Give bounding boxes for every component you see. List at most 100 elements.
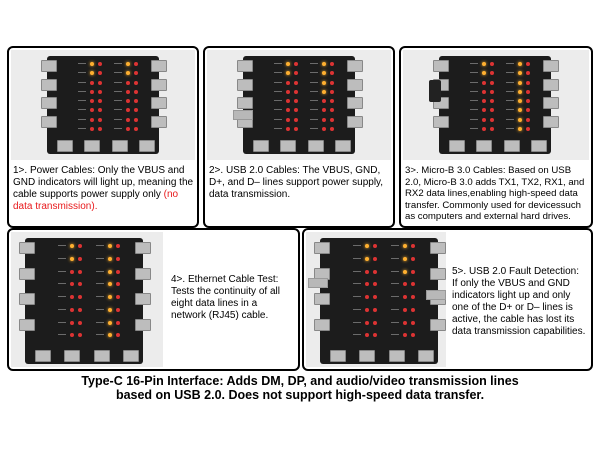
indicator-led	[134, 80, 139, 85]
indicator-led	[78, 295, 83, 299]
indicator-led	[286, 71, 291, 76]
indicator-led	[115, 256, 120, 261]
usb-port	[430, 267, 446, 280]
indicator-led	[134, 89, 139, 94]
indicator-led	[373, 269, 378, 274]
bottom-connector	[307, 140, 324, 152]
pin-label	[506, 81, 515, 83]
indicator-led	[286, 89, 291, 94]
pin-label	[506, 90, 515, 92]
indicator-led	[126, 71, 131, 76]
pin-label	[95, 308, 104, 310]
bottom-connector	[111, 140, 128, 152]
pin-label	[390, 321, 399, 323]
indicator-led	[365, 244, 370, 248]
usb-port	[433, 115, 449, 128]
indicator-led	[134, 71, 139, 76]
pin-label	[390, 334, 399, 336]
pin-label	[310, 100, 319, 101]
plugged-cable	[426, 290, 446, 300]
indicator-led	[365, 295, 370, 299]
indicator-led	[107, 244, 112, 248]
indicator-led	[294, 80, 299, 85]
pin-label	[353, 245, 362, 246]
pin-label	[470, 118, 479, 120]
bottom-connector	[253, 140, 269, 152]
indicator-led	[78, 282, 83, 287]
panel-power-cables: 1>. Power Cables: Only the VBUS and GND …	[7, 46, 199, 228]
indicator-led	[134, 108, 139, 113]
indicator-led	[90, 62, 95, 66]
caption-text: 1>. Power Cables: Only the VBUS and GND …	[13, 165, 194, 200]
indicator-led	[330, 80, 335, 85]
usb-port	[543, 60, 559, 72]
bottom-connector	[335, 140, 351, 152]
pin-label	[390, 283, 399, 285]
indicator-led	[518, 117, 523, 122]
pin-label	[274, 100, 283, 101]
bottom-connector	[449, 140, 465, 152]
indicator-led	[322, 80, 327, 85]
pin-label	[310, 63, 319, 64]
indicator-led	[126, 80, 131, 85]
indicator-led	[410, 244, 415, 248]
tester-board	[19, 238, 151, 364]
usb-port	[41, 60, 57, 72]
usb-port	[19, 293, 35, 305]
pin-label	[114, 100, 123, 101]
tester-board-photo	[306, 232, 446, 367]
pin-label	[470, 109, 479, 111]
indicator-led	[526, 62, 531, 66]
plugged-cable	[308, 278, 328, 288]
pin-label	[78, 109, 87, 111]
indicator-led	[518, 99, 523, 103]
pin-label	[310, 109, 319, 111]
pin-label	[114, 118, 123, 120]
bottom-connector	[476, 140, 493, 152]
indicator-led	[482, 71, 487, 76]
indicator-led	[322, 71, 327, 76]
pin-label	[274, 127, 283, 129]
indicator-led	[286, 62, 291, 66]
usb-port	[237, 78, 253, 91]
usb-port	[347, 97, 363, 109]
indicator-led	[330, 126, 335, 131]
indicator-led	[373, 282, 378, 287]
indicator-led	[90, 126, 95, 131]
indicator-led	[78, 320, 83, 325]
pin-label	[506, 63, 515, 64]
indicator-led	[107, 295, 112, 299]
caption-text: 3>. Micro-B 3.0 Cables: Based on USB 2.0…	[405, 165, 585, 222]
indicator-led	[126, 62, 131, 66]
indicator-led	[107, 282, 112, 287]
indicator-led	[482, 126, 487, 131]
bottom-connector	[388, 350, 405, 362]
indicator-led	[322, 117, 327, 122]
caption-note: (no data transmission).	[13, 189, 179, 212]
indicator-led	[410, 307, 415, 312]
indicator-led	[70, 269, 75, 274]
indicator-led	[526, 80, 531, 85]
indicator-led	[126, 99, 131, 103]
panel-usb2-fault-detection: 5>. USB 2.0 Fault Detection: If only the…	[302, 228, 593, 371]
indicator-led	[490, 62, 495, 66]
indicator-led	[518, 126, 523, 131]
pin-label	[95, 245, 104, 246]
bottom-connector	[503, 140, 520, 152]
pin-label	[506, 109, 515, 111]
indicator-led	[410, 333, 415, 338]
indicator-led	[294, 108, 299, 113]
pin-label	[274, 118, 283, 120]
indicator-led	[115, 244, 120, 248]
indicator-led	[330, 62, 335, 66]
pin-label	[506, 72, 515, 74]
usb-port	[151, 115, 167, 128]
pin-label	[390, 245, 399, 246]
indicator-led	[98, 117, 103, 122]
indicator-led	[482, 62, 487, 66]
indicator-led	[330, 71, 335, 76]
indicator-led	[365, 333, 370, 338]
indicator-led	[70, 307, 75, 312]
pin-label	[390, 257, 399, 259]
indicator-led	[78, 307, 83, 312]
